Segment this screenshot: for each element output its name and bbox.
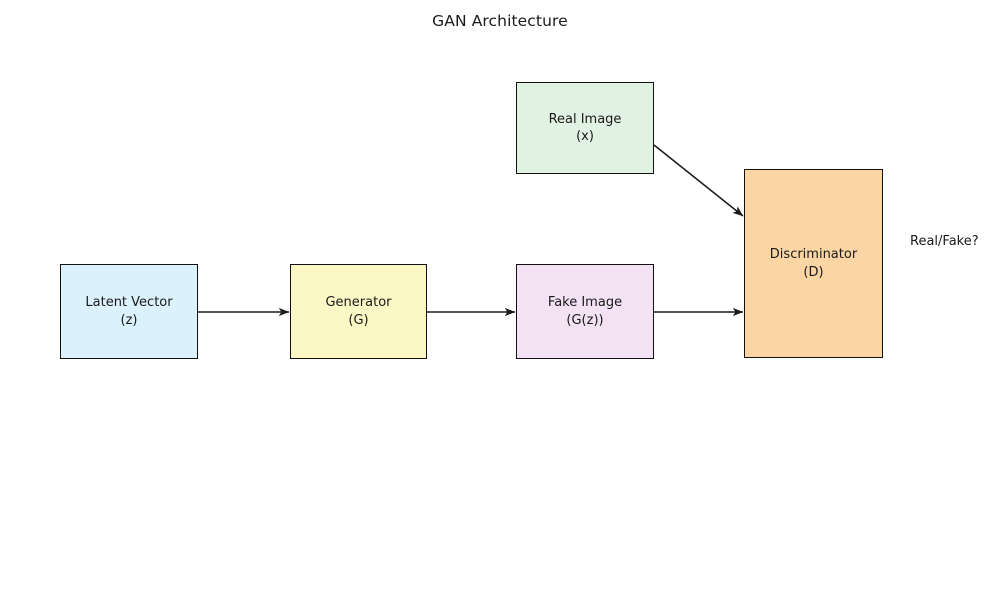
node-fake-image-label-line1: Fake Image	[547, 295, 623, 311]
node-discriminator-label-line1: Discriminator	[769, 247, 858, 263]
node-generator-label-line2: (G)	[348, 312, 369, 328]
node-latent-vector-label-line1: Latent Vector	[85, 295, 173, 311]
node-generator[interactable]: Generator (G)	[290, 264, 427, 359]
node-fake-image[interactable]: Fake Image (G(z))	[516, 264, 654, 359]
node-real-image-label-line2: (x)	[576, 129, 594, 144]
node-real-image[interactable]: Real Image (x)	[516, 82, 654, 174]
node-generator-label-line1: Generator	[325, 295, 392, 311]
edge-arrow-real-to-discriminator	[653, 144, 744, 217]
page-title: GAN Architecture	[432, 12, 568, 30]
node-discriminator-label-line2: (D)	[803, 264, 824, 280]
node-latent-vector-label-line2: (z)	[120, 312, 138, 328]
node-real-image-label-line1: Real Image	[548, 111, 622, 127]
node-discriminator[interactable]: Discriminator (D)	[744, 169, 883, 358]
node-fake-image-label-line2: (G(z))	[566, 312, 604, 328]
output-annotation-real-fake: Real/Fake?	[910, 234, 979, 249]
node-latent-vector[interactable]: Latent Vector (z)	[60, 264, 198, 359]
